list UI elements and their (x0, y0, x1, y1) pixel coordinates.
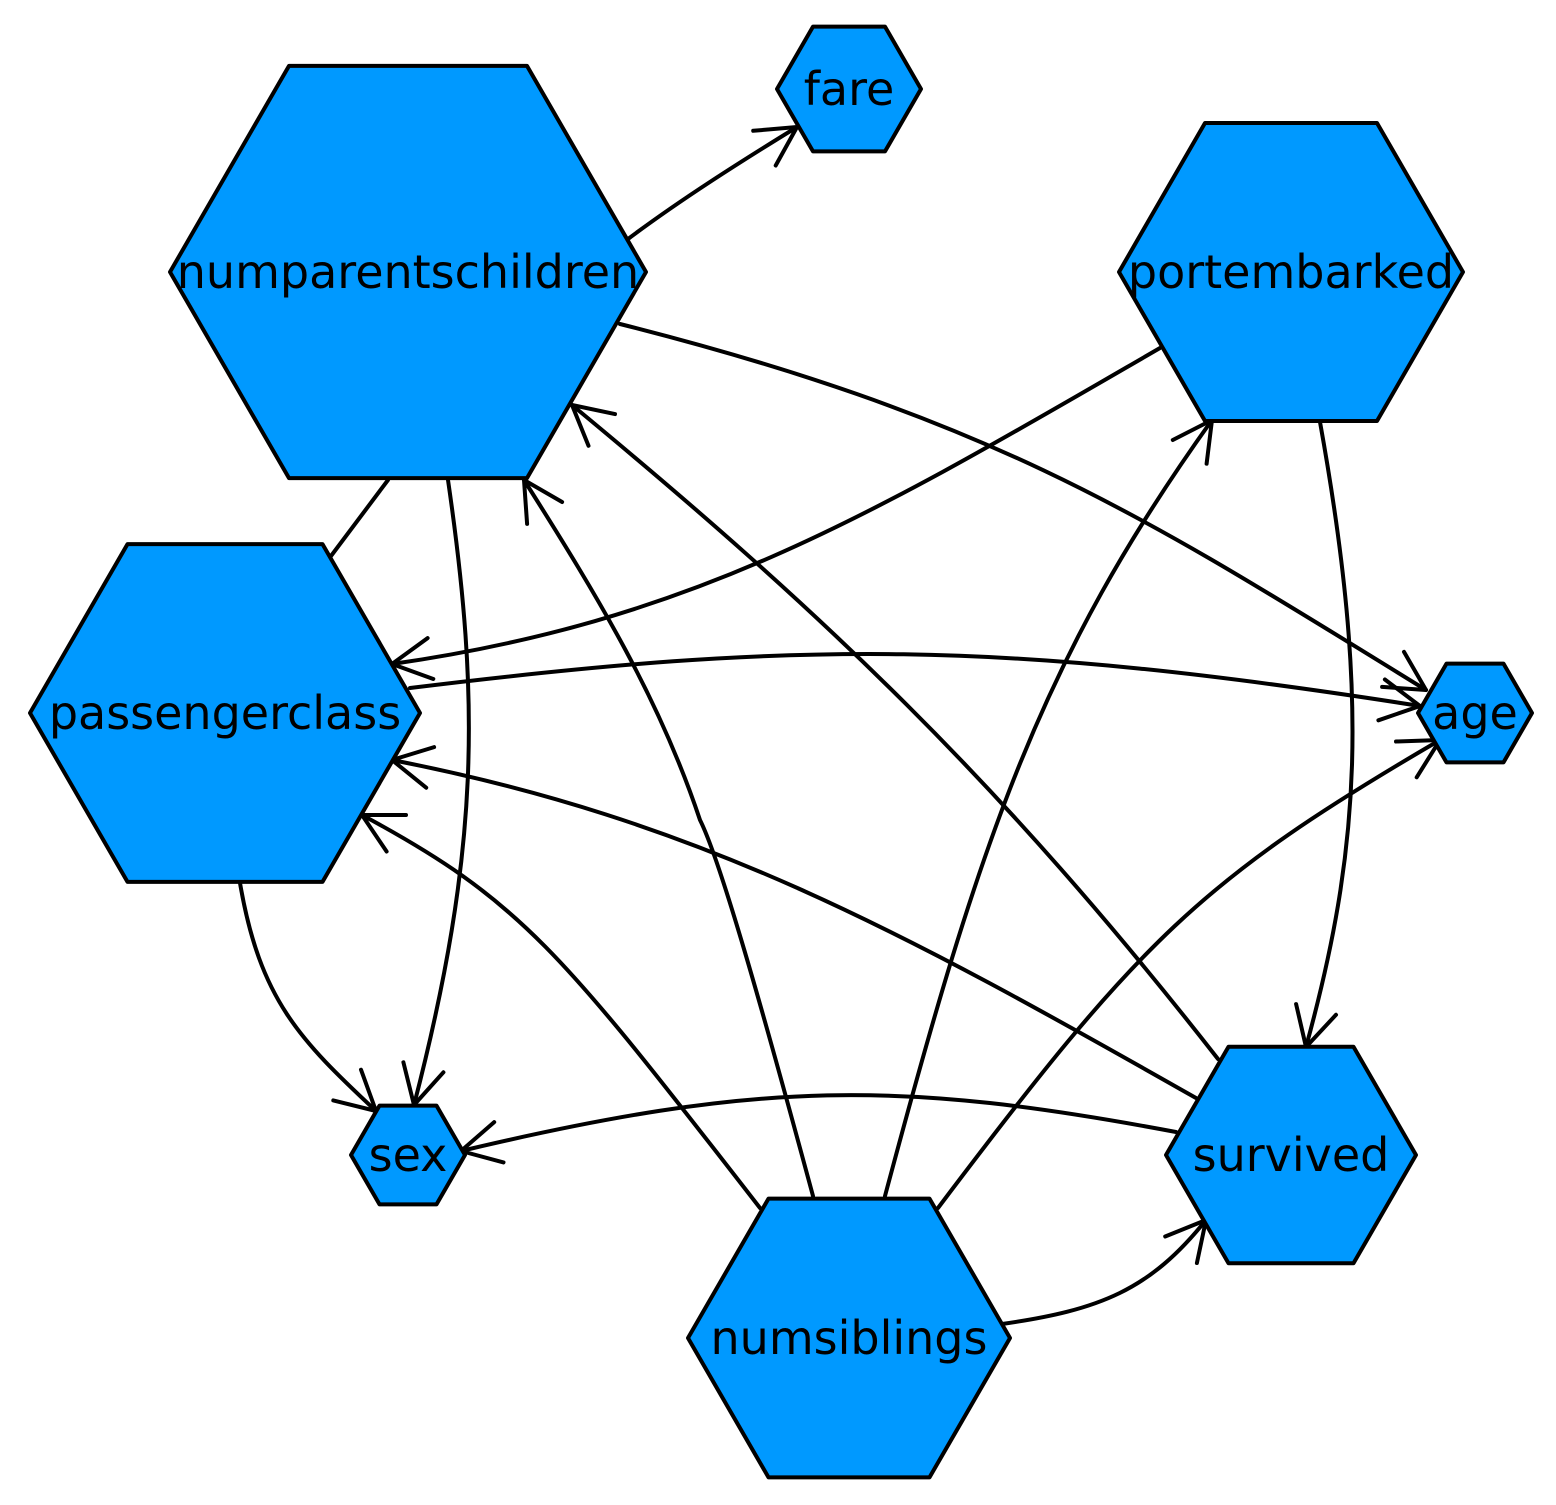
edge-line (936, 738, 1442, 1210)
edge-numparentschildren-to-passengerclass (329, 478, 390, 558)
node-label: survived (1193, 1128, 1390, 1182)
node-numparentschildren: numparentschildren (168, 63, 648, 481)
edge-line (390, 346, 1162, 666)
nodes: numparentschildren fare portembarked passen… (28, 24, 1534, 1480)
node-label: passengerclass (49, 686, 401, 740)
node-sex: sex (349, 1103, 467, 1207)
node-hexagon (1164, 1044, 1418, 1266)
edge-numsiblings-to-survived (1000, 1218, 1208, 1326)
node-label: portembarked (1128, 245, 1454, 299)
edge-line (238, 881, 378, 1113)
node-hexagon (686, 1196, 1012, 1480)
node-hexagon (1117, 121, 1465, 423)
node-hexagon (168, 63, 648, 481)
node-label: numparentschildren (177, 245, 639, 299)
edge-line (883, 418, 1214, 1198)
node-survived: survived (1164, 1044, 1418, 1266)
edge-line (412, 478, 471, 1107)
edge-survived-to-numparentschildren (570, 403, 1220, 1061)
edge-line (408, 651, 1422, 708)
edge-survived-to-sex (459, 1093, 1178, 1165)
edge-survived-to-passengerclass (390, 745, 1198, 1100)
node-label: age (1432, 686, 1518, 740)
edge-line (1304, 420, 1355, 1049)
edge-numparentschildren-to-sex (401, 478, 471, 1107)
edge-portembarked-to-survived (1294, 420, 1355, 1049)
node-hexagon (775, 24, 923, 154)
node-age: age (1416, 661, 1534, 765)
edge-line (618, 322, 1428, 692)
node-hexagon (28, 542, 422, 884)
edge-line (1000, 1218, 1208, 1326)
node-fare: fare (775, 24, 923, 154)
edge-line (360, 813, 762, 1210)
node-hexagon (1416, 661, 1534, 765)
edge-line (329, 478, 390, 558)
edge-numparentschildren-to-fare (626, 125, 799, 241)
edge-line (459, 1093, 1178, 1153)
edge-line (390, 758, 1198, 1100)
node-label: fare (804, 62, 895, 116)
edge-line (626, 125, 799, 241)
node-passengerclass: passengerclass (28, 542, 422, 884)
edge-line (570, 403, 1220, 1061)
arrowhead (570, 403, 617, 448)
node-label: sex (369, 1128, 448, 1182)
node-label: numsiblings (711, 1311, 988, 1365)
edge-passengerclass-to-sex (238, 881, 378, 1113)
node-hexagon (349, 1103, 467, 1207)
edge-line (522, 478, 815, 1198)
node-numsiblings: numsiblings (686, 1196, 1012, 1480)
node-portembarked: portembarked (1117, 121, 1465, 423)
